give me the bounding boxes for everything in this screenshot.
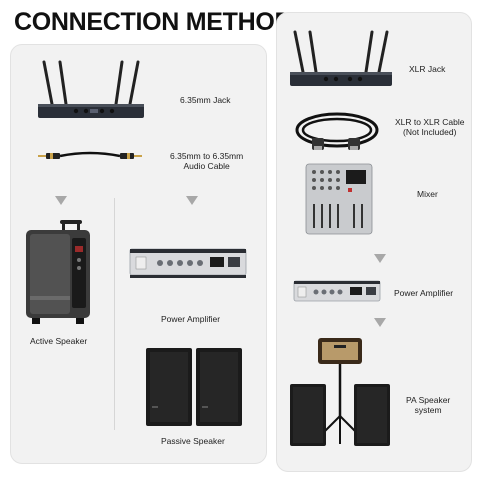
wireless-receiver-image [36, 60, 146, 122]
pa-speaker-label: PA Speaker system [406, 395, 450, 415]
panel-divider [114, 198, 115, 430]
passive-speaker-image [144, 346, 244, 428]
power-amplifier-label: Power Amplifier [161, 314, 220, 324]
xlr-cable-label-line2: (Not Included) [403, 127, 456, 137]
passive-speaker-label: Passive Speaker [161, 436, 225, 446]
audio-cable-label: 6.35mm to 6.35mm Audio Cable [170, 151, 243, 171]
pa-speaker-system-image [288, 336, 392, 448]
audio-cable-image [38, 148, 142, 164]
arrow-down-icon [374, 318, 386, 327]
page-title: CONNECTION METHOD [14, 8, 292, 37]
active-speaker-image [22, 218, 94, 326]
xlr-jack-label: XLR Jack [409, 64, 445, 74]
arrow-down-icon [55, 196, 67, 205]
power-amplifier-image [128, 246, 248, 282]
mixer-image [304, 162, 374, 236]
mixer-label: Mixer [417, 189, 438, 199]
audio-cable-label-line1: 6.35mm to 6.35mm [170, 151, 243, 161]
xlr-cable-label: XLR to XLR Cable (Not Included) [395, 117, 464, 137]
arrow-down-icon [374, 254, 386, 263]
pa-speaker-label-line2: system [415, 405, 442, 415]
power-amplifier-label: Power Amplifier [394, 288, 453, 298]
pa-speaker-label-line1: PA Speaker [406, 395, 450, 405]
audio-cable-label-line2: Audio Cable [183, 161, 229, 171]
wireless-receiver-image [288, 30, 394, 92]
power-amplifier-image [292, 278, 382, 306]
receiver-jack-label: 6.35mm Jack [180, 95, 231, 105]
xlr-cable-label-line1: XLR to XLR Cable [395, 117, 464, 127]
arrow-down-icon [186, 196, 198, 205]
xlr-cable-image [292, 108, 382, 152]
active-speaker-label: Active Speaker [30, 336, 87, 346]
